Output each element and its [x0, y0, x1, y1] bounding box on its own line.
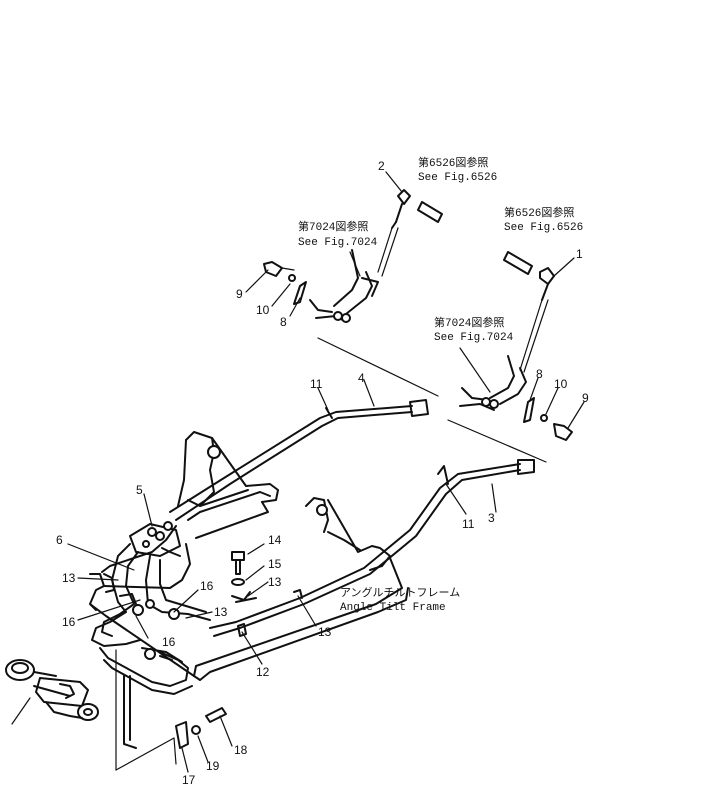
note-fig6526-a-en: See Fig.6526 [418, 172, 497, 184]
callout-3: 3 [488, 511, 495, 525]
note-frame-jp: アングルチルトフレーム [340, 585, 460, 600]
callout-13-c: 13 [268, 575, 282, 589]
callout-16-c: 16 [162, 635, 176, 649]
callout-2: 2 [378, 159, 385, 173]
callout-13-d: 13 [318, 625, 332, 639]
callout-13-b: 13 [214, 605, 228, 619]
callout-10-a: 10 [256, 303, 270, 317]
note-fig7024-b-jp: 第7024図参照 [434, 315, 504, 330]
callout-9-a: 9 [236, 287, 243, 301]
callout-15: 15 [268, 557, 282, 571]
callout-18: 18 [234, 743, 248, 757]
leader-lines [67, 171, 585, 773]
callout-1: 1 [576, 247, 583, 261]
callout-8-a: 8 [280, 315, 287, 329]
bolt-group-14-15 [231, 551, 257, 603]
tube-3 [209, 459, 535, 637]
callout-13-a: 13 [62, 571, 76, 585]
right-bracket [305, 497, 391, 571]
tube-4 [169, 399, 429, 521]
callout-9-b: 9 [582, 391, 589, 405]
valve-assembly [91, 521, 211, 647]
note-frame-en: Angle Tilt Frame [340, 602, 446, 614]
callout-14: 14 [268, 533, 282, 547]
lower-piping [99, 647, 193, 771]
callout-10-b: 10 [554, 377, 568, 391]
callout-16-b: 16 [62, 615, 76, 629]
callout-17: 17 [182, 773, 196, 786]
note-fig7024-a-jp: 第7024図参照 [298, 219, 368, 234]
cylinder [5, 659, 99, 725]
upper-right-lever-assembly [459, 251, 573, 441]
note-fig6526-a-jp: 第6526図参照 [418, 155, 488, 170]
bolt-group-17-19 [175, 707, 227, 749]
callout-8-b: 8 [536, 367, 543, 381]
note-fig6526-b-en: See Fig.6526 [504, 222, 583, 234]
callout-16-a: 16 [200, 579, 214, 593]
callout-19: 19 [206, 759, 220, 773]
callout-5: 5 [136, 483, 143, 497]
note-fig6526-b-jp: 第6526図参照 [504, 205, 574, 220]
callout-11-b: 11 [462, 517, 475, 531]
note-fig7024-b-en: See Fig.7024 [434, 332, 514, 344]
angle-tilt-frame [89, 525, 409, 681]
left-bracket [177, 431, 279, 539]
callout-12: 12 [256, 665, 270, 679]
callout-6: 6 [56, 533, 63, 547]
note-fig7024-a-en: See Fig.7024 [298, 237, 378, 249]
callout-4: 4 [358, 371, 365, 385]
upper-left-lever-assembly [263, 189, 443, 323]
callout-11-a: 11 [310, 377, 323, 391]
